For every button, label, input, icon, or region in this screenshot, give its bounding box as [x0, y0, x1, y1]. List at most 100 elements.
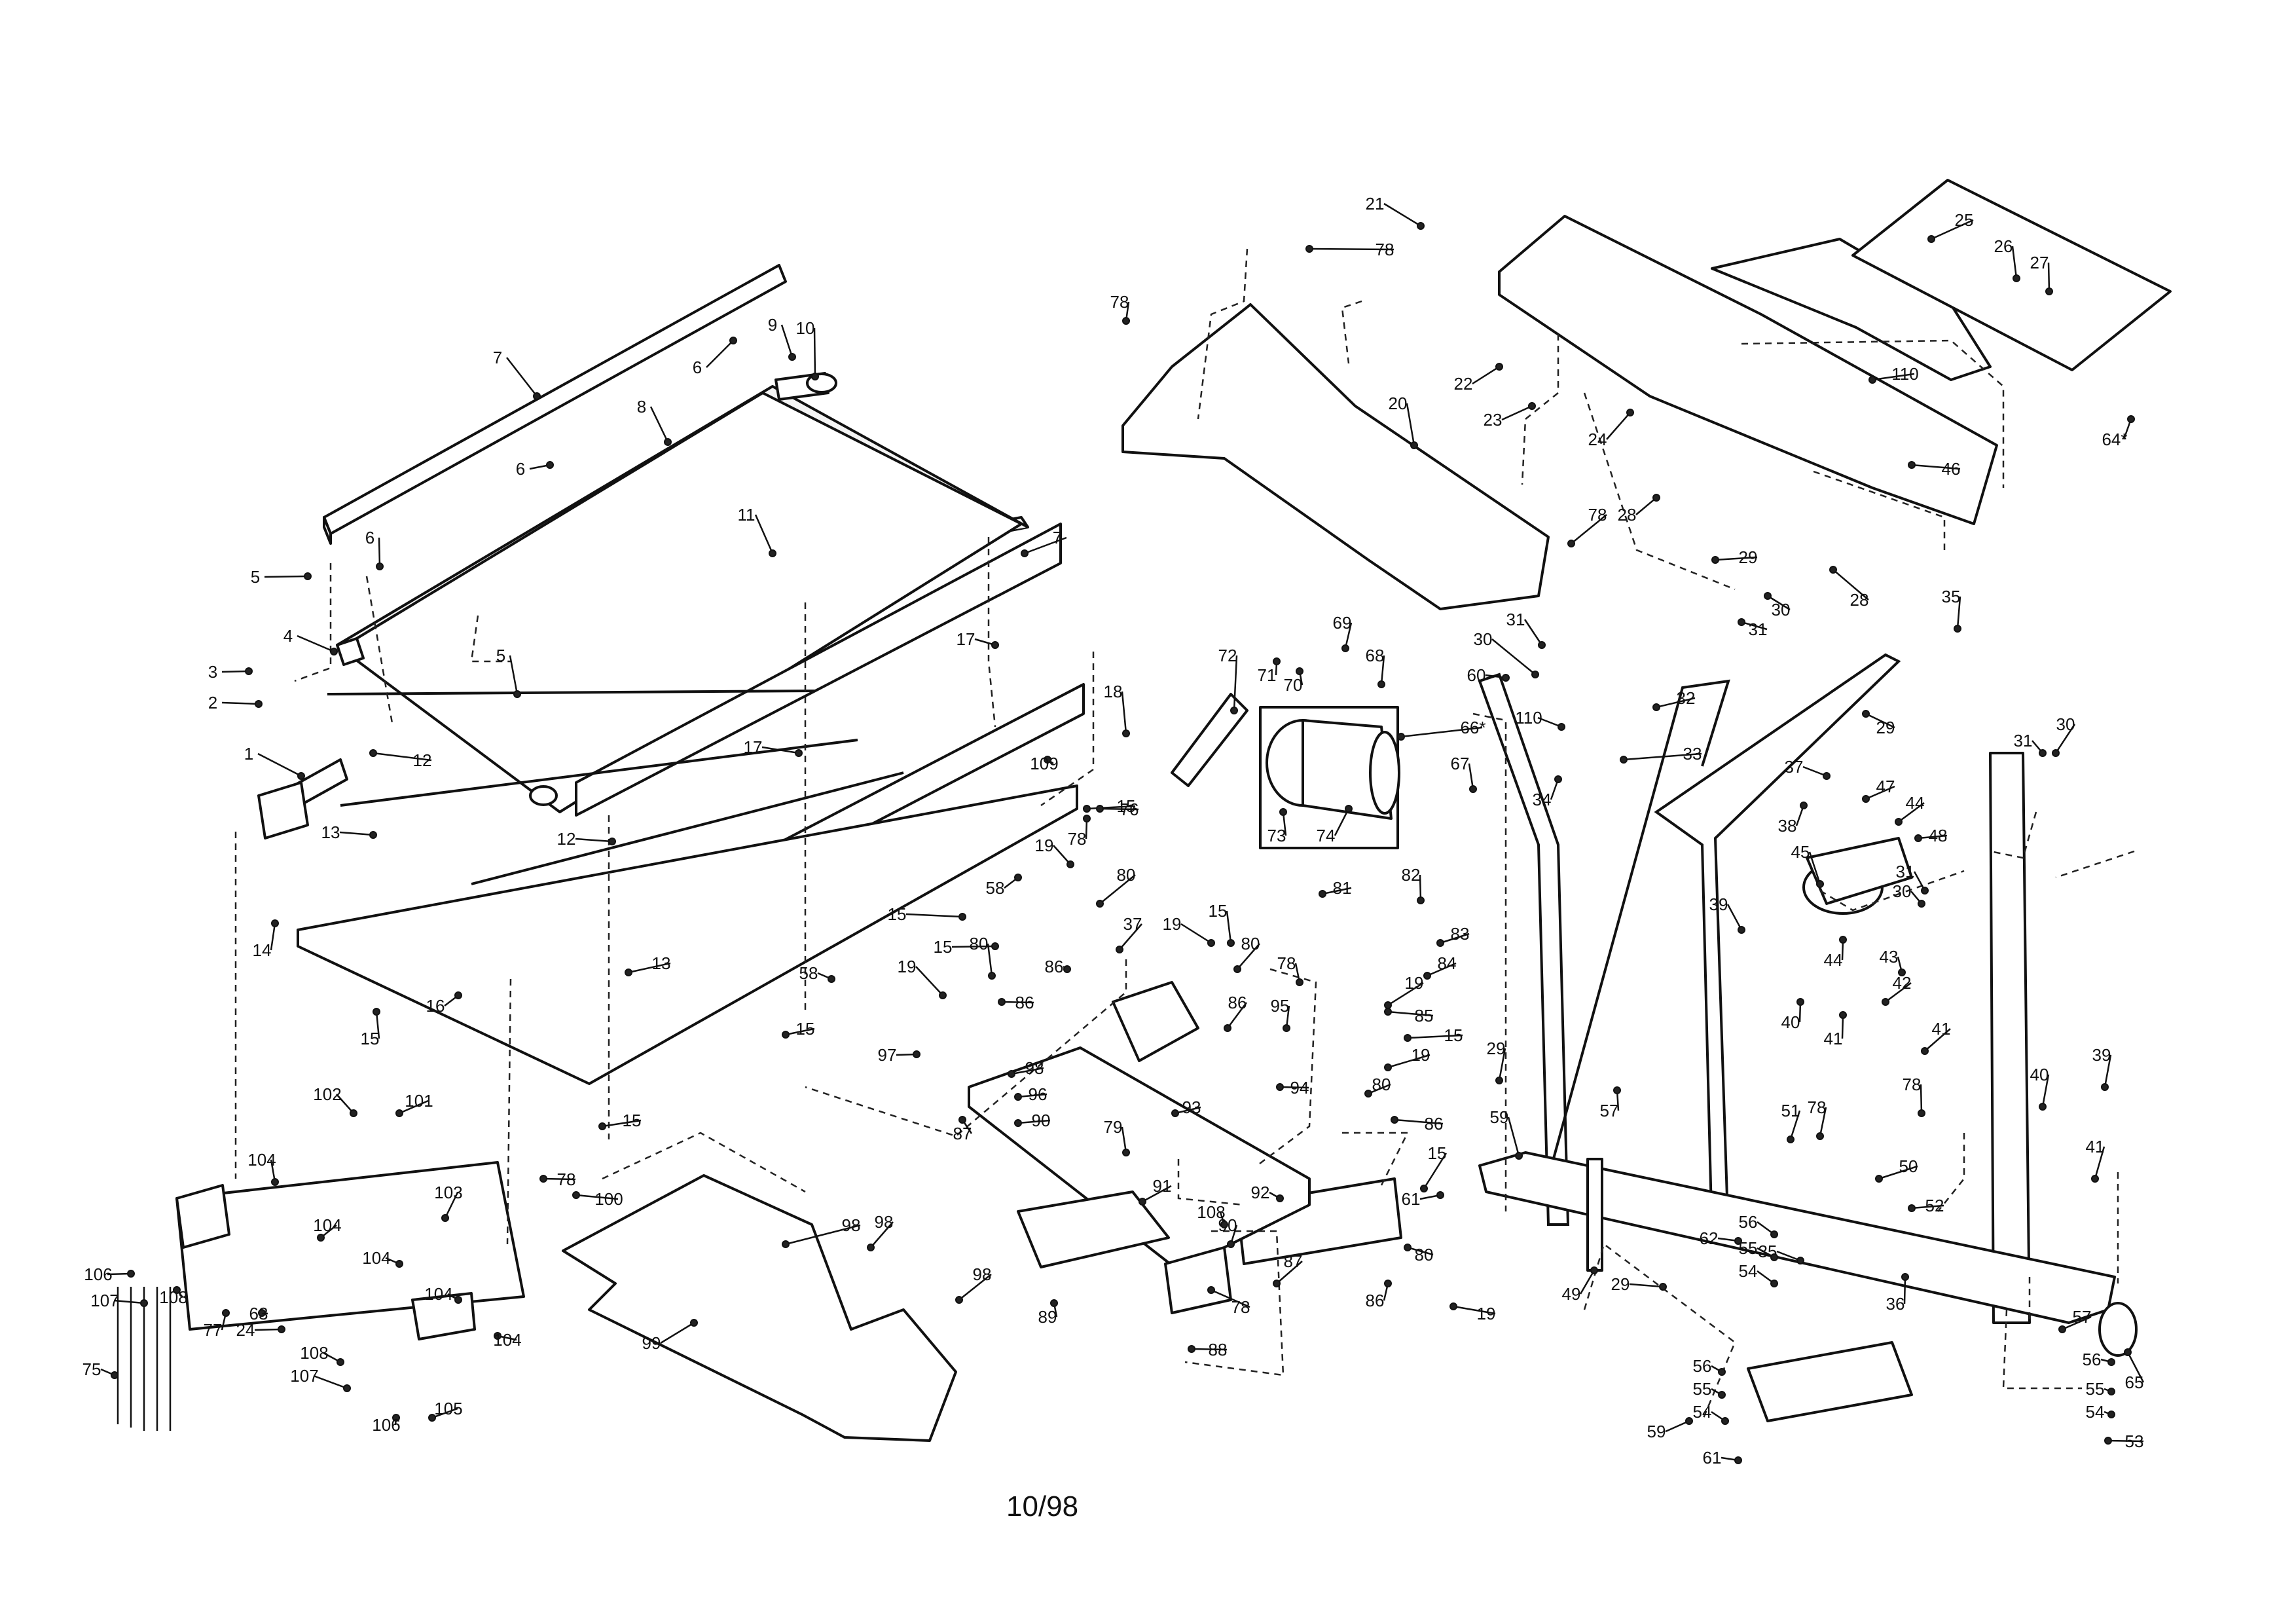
console-overlay	[1851, 179, 2172, 371]
callout-label: 34	[1533, 790, 1552, 809]
callout-c41a: 41	[1824, 1011, 1847, 1048]
callout-label: 47	[1876, 777, 1895, 796]
fastener-mark	[343, 1384, 351, 1392]
callout-leader-line	[660, 1321, 695, 1344]
callout-c6a: 6	[693, 337, 737, 377]
callout-label: 64*	[2102, 430, 2127, 449]
callout-c104d: 104	[424, 1284, 462, 1304]
incline-motor	[1802, 837, 1913, 915]
callout-c6b: 6	[516, 459, 554, 479]
callout-label: 108	[300, 1343, 328, 1363]
callout-label: 63	[249, 1304, 268, 1323]
fastener-mark	[828, 975, 835, 983]
callout-c105: 105	[428, 1399, 463, 1422]
callout-c98a: 98	[782, 1215, 861, 1248]
fastener-mark	[1538, 641, 1546, 649]
callout-c22: 22	[1454, 363, 1503, 394]
callout-label: 12	[557, 829, 576, 849]
callout-label: 15	[796, 1019, 815, 1039]
callout-label: 86	[1228, 993, 1247, 1012]
callout-label: 55	[2086, 1379, 2105, 1399]
fastener-mark	[2039, 1103, 2047, 1111]
fastener-mark	[395, 1260, 403, 1268]
callout-c15a: 15	[361, 1008, 380, 1048]
walking-deck	[339, 392, 1023, 813]
fastener-mark	[1377, 680, 1385, 688]
callout-c97: 97	[878, 1045, 920, 1065]
callout-leader-line	[1142, 1185, 1172, 1203]
callout-c56c: 56	[2083, 1350, 2115, 1369]
callout-label: 24	[236, 1320, 255, 1340]
fastener-mark	[2107, 1358, 2115, 1366]
callout-c101: 101	[395, 1091, 433, 1117]
callout-c29d: 29	[1611, 1274, 1667, 1294]
callout-label: 6	[693, 358, 702, 377]
callout-c25: 25	[1927, 210, 1974, 243]
callout-leader-line	[1419, 874, 1422, 901]
callout-label: 7	[493, 348, 502, 367]
fastener-mark	[2107, 1411, 2115, 1418]
fastener-mark	[271, 1178, 279, 1186]
fastener-mark	[2045, 287, 2053, 295]
fastener-mark	[111, 1371, 118, 1379]
fastener-mark	[1227, 939, 1235, 947]
side-rail-rear	[323, 264, 787, 545]
callout-label: 24	[1588, 430, 1607, 449]
callout-c109: 109	[1030, 754, 1058, 773]
rear-endcap	[257, 781, 309, 840]
callout-leader-line	[1865, 785, 1895, 800]
callout-leader-line	[1180, 923, 1212, 944]
callout-label: 98	[973, 1264, 992, 1284]
callout-label: 38	[1778, 816, 1797, 836]
fastener-mark	[782, 1240, 790, 1248]
fastener-mark	[1417, 222, 1425, 230]
fastener-mark	[245, 667, 253, 675]
fastener-mark	[297, 772, 305, 780]
fastener-mark	[1868, 376, 1876, 384]
callout-c86c: 86	[1224, 993, 1248, 1032]
callout-c91: 91	[1139, 1176, 1172, 1206]
callout-c32: 32	[1652, 688, 1695, 711]
incline-frame	[968, 1046, 1311, 1272]
callout-label: 68	[1366, 646, 1385, 665]
console-window	[1711, 238, 1992, 381]
callout-leader-line	[1453, 1305, 1496, 1315]
callout-c15h: 15	[1404, 1025, 1463, 1045]
fastener-mark	[428, 1414, 436, 1422]
fastener-mark	[1397, 733, 1405, 741]
fastener-mark	[1096, 805, 1104, 813]
callout-leader-line	[1741, 621, 1768, 631]
callout-label: 7	[1053, 528, 1062, 547]
callout-leader-line	[1017, 1093, 1048, 1098]
callout-leader-line	[1878, 1165, 1918, 1180]
fastener-mark	[140, 1299, 148, 1307]
fastener-mark	[1770, 1280, 1778, 1287]
fastener-mark	[1224, 1024, 1231, 1032]
callout-label: 98	[842, 1215, 861, 1235]
callout-label: 80	[970, 934, 989, 953]
callout-leader-line	[628, 962, 671, 974]
callout-label: 59	[1647, 1422, 1666, 1441]
callout-leader-line	[1387, 1010, 1434, 1017]
callout-leader-line	[1726, 904, 1743, 931]
callout-c104c: 104	[362, 1248, 403, 1268]
callout-leader-line	[2104, 1054, 2112, 1088]
callout-label: 56	[1739, 1212, 1758, 1232]
callout-leader-line	[1423, 1153, 1448, 1189]
callout-c98b: 98	[867, 1212, 894, 1251]
callout-leader-line	[813, 327, 816, 377]
fastener-mark	[1685, 1417, 1693, 1425]
callout-leader-line	[378, 537, 381, 567]
fastener-mark	[2013, 274, 2020, 282]
callout-label: 14	[253, 940, 272, 960]
fastener-mark	[1276, 1194, 1284, 1202]
fastener-mark	[494, 1332, 501, 1340]
callout-leader-line	[785, 1224, 861, 1246]
callout-c30d: 30	[2052, 714, 2076, 757]
callout-label: 104	[362, 1248, 390, 1268]
fastener-mark	[1116, 946, 1123, 953]
fastener-mark	[1410, 441, 1418, 449]
fastener-mark	[1734, 1237, 1742, 1245]
fastener-mark	[2039, 749, 2047, 757]
fastener-mark	[1436, 939, 1444, 947]
